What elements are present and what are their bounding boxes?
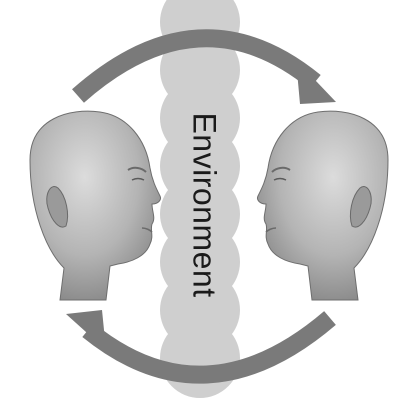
head-facing-right-icon xyxy=(30,111,161,300)
head-facing-left-icon xyxy=(257,111,388,300)
environment-label: Environment xyxy=(187,112,223,297)
